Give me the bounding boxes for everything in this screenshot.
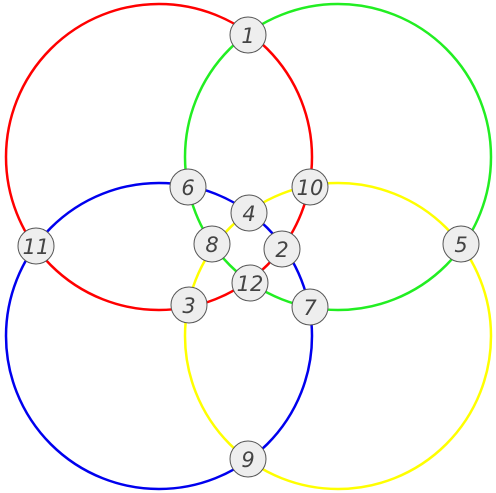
node-disc xyxy=(193,225,231,263)
node-disc xyxy=(17,227,55,265)
node-disc xyxy=(170,286,208,324)
node-label: 5 xyxy=(454,233,467,257)
node-10[interactable]: 10 xyxy=(291,168,329,206)
node-disc xyxy=(231,264,269,302)
node-7[interactable]: 7 xyxy=(291,288,329,326)
node-disc xyxy=(263,230,301,268)
node-label: 10 xyxy=(297,176,324,200)
node-label: 6 xyxy=(181,176,194,200)
node-label: 8 xyxy=(205,233,218,257)
circle-green xyxy=(183,2,493,312)
node-label: 12 xyxy=(237,272,264,296)
node-8[interactable]: 8 xyxy=(193,225,231,263)
node-disc xyxy=(229,440,267,478)
node-label: 4 xyxy=(242,202,255,226)
node-label: 7 xyxy=(303,296,317,320)
node-4[interactable]: 4 xyxy=(230,194,268,232)
node-disc xyxy=(291,168,329,206)
circle-layer xyxy=(4,2,493,491)
node-6[interactable]: 6 xyxy=(169,168,207,206)
node-label: 11 xyxy=(23,235,50,259)
node-disc xyxy=(229,16,267,54)
circle-yellow xyxy=(183,181,493,491)
node-disc xyxy=(169,168,207,206)
node-disc xyxy=(291,288,329,326)
node-label: 2 xyxy=(275,238,288,262)
node-2[interactable]: 2 xyxy=(263,230,301,268)
node-12[interactable]: 12 xyxy=(231,264,269,302)
node-disc xyxy=(442,225,480,263)
node-11[interactable]: 11 xyxy=(17,227,55,265)
node-label: 1 xyxy=(241,24,254,48)
circle-red xyxy=(4,2,314,312)
node-layer: 1 10 6 48 2 11 5 12 3 7 9 xyxy=(17,16,480,478)
node-disc xyxy=(230,194,268,232)
node-3[interactable]: 3 xyxy=(170,286,208,324)
node-5[interactable]: 5 xyxy=(442,225,480,263)
node-9[interactable]: 9 xyxy=(229,440,267,478)
circle-blue xyxy=(4,181,314,491)
node-label: 9 xyxy=(241,448,254,472)
node-label: 3 xyxy=(182,294,195,318)
node-1[interactable]: 1 xyxy=(229,16,267,54)
